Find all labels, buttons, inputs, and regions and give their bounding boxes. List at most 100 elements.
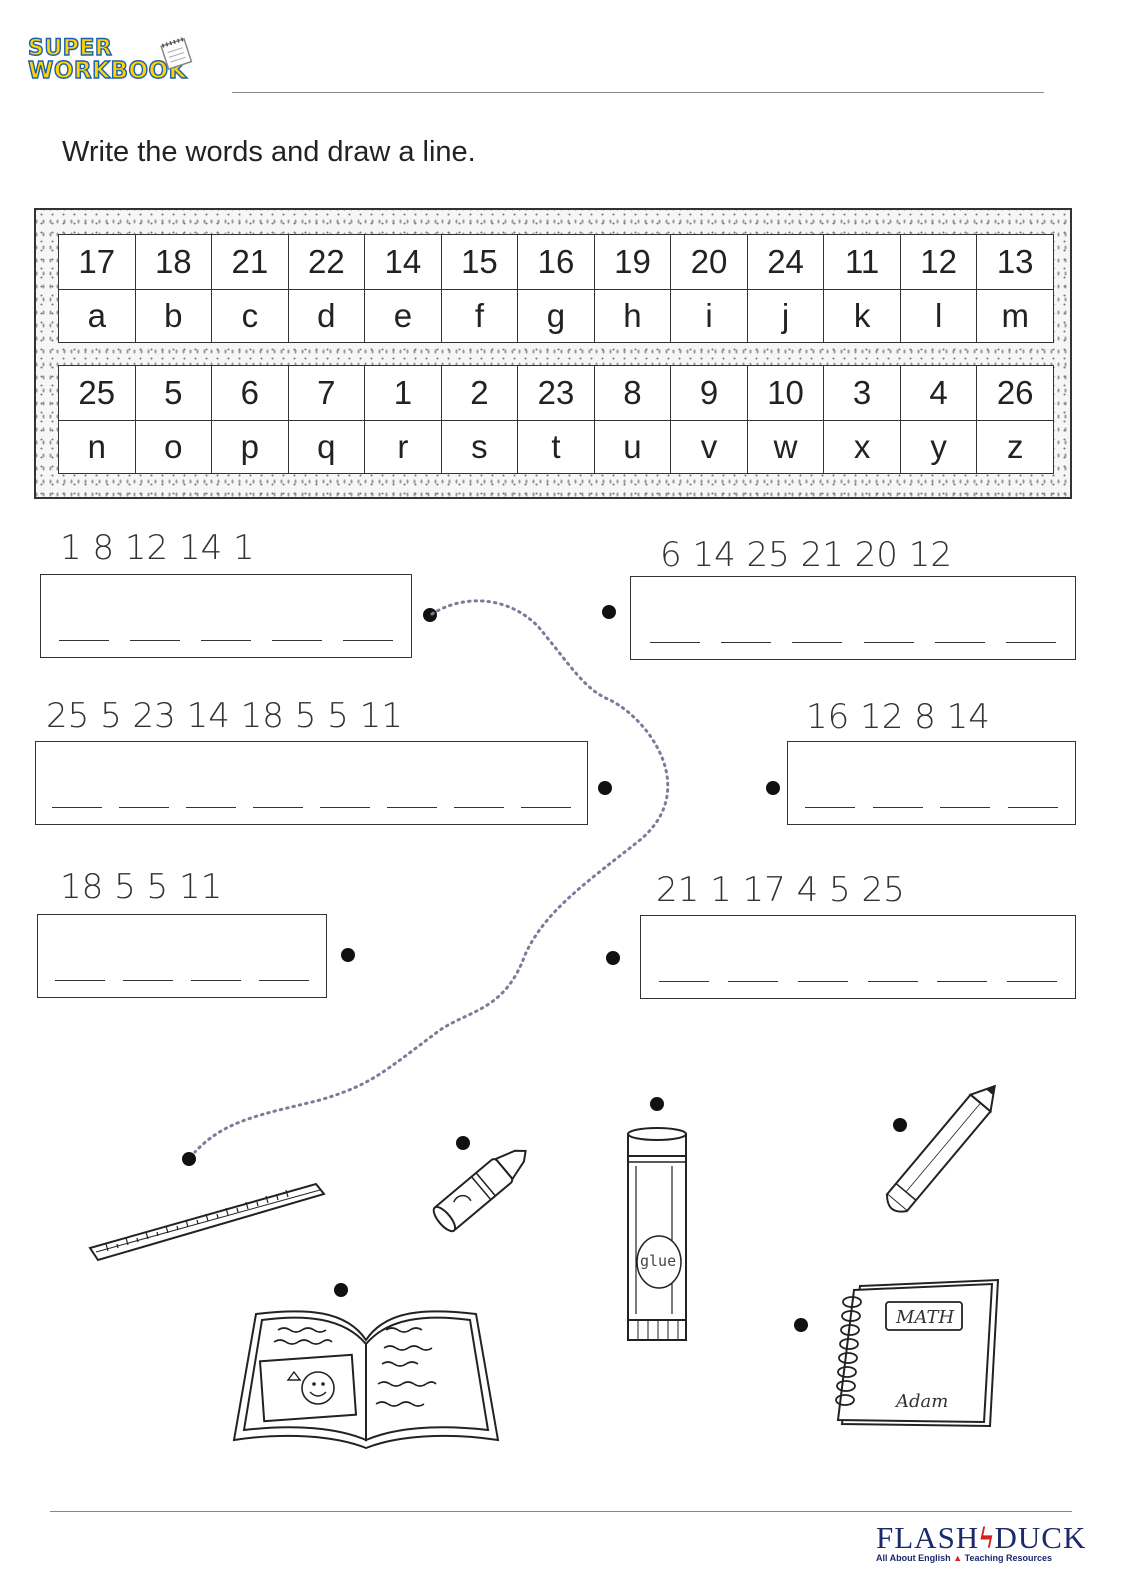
puzzle-3-answer-box[interactable] — [35, 741, 588, 825]
letter-blank[interactable] — [658, 981, 709, 982]
cipher-letter: r — [364, 420, 442, 474]
letter-blank[interactable] — [1008, 807, 1059, 808]
letter-blank[interactable] — [253, 807, 304, 808]
letter-blank[interactable] — [259, 980, 309, 981]
cipher-key-panel: 17 18 21 22 14 15 16 19 20 24 11 12 13 a… — [34, 208, 1072, 499]
cipher-number: 19 — [593, 234, 672, 290]
puzzle-4-code: 16 12 8 14 — [806, 697, 990, 737]
letter-blank[interactable] — [55, 980, 105, 981]
letter-blank[interactable] — [1006, 642, 1057, 643]
letter-blank[interactable] — [804, 807, 855, 808]
puzzle-3-connector-dot[interactable] — [598, 781, 612, 795]
letter-blank[interactable] — [872, 807, 923, 808]
glue-label: glue — [640, 1252, 677, 1270]
letter-blank[interactable] — [319, 807, 370, 808]
brand-name-left: FLASH — [876, 1520, 980, 1555]
letter-blank[interactable] — [1007, 981, 1058, 982]
glue-connector-dot[interactable] — [650, 1097, 664, 1111]
puzzle-5-connector-dot[interactable] — [341, 948, 355, 962]
letter-blank[interactable] — [191, 980, 241, 981]
brand-tagline-left: All About English — [876, 1553, 951, 1563]
cipher-letter: e — [364, 289, 442, 343]
ruler-icon — [88, 1182, 326, 1262]
cipher-number: 5 — [134, 365, 213, 421]
letter-blank[interactable] — [342, 640, 393, 641]
cipher-number: 13 — [976, 234, 1054, 290]
brand-tagline-right: Teaching Resources — [964, 1553, 1052, 1563]
puzzle-2-code: 6 14 25 21 20 12 — [660, 535, 952, 575]
letter-blank[interactable] — [52, 807, 103, 808]
cipher-letter: v — [670, 420, 748, 474]
notebook-connector-dot[interactable] — [794, 1318, 808, 1332]
cipher-letter: s — [440, 420, 519, 474]
cipher-letter: n — [58, 420, 136, 474]
cipher-letter: g — [517, 289, 595, 343]
puzzle-4-connector-dot[interactable] — [766, 781, 780, 795]
letter-blank[interactable] — [123, 980, 173, 981]
cipher-letter: z — [976, 420, 1054, 474]
logo-line-1: SUPER — [27, 36, 113, 61]
puzzle-6-answer-box[interactable] — [640, 915, 1076, 999]
notepad-icon — [160, 37, 193, 70]
letter-blank[interactable] — [940, 807, 991, 808]
letter-blank[interactable] — [59, 640, 110, 641]
cipher-letter: p — [211, 420, 289, 474]
puzzle-1-connector-dot[interactable] — [423, 608, 437, 622]
cipher-number: 3 — [823, 365, 901, 421]
puzzle-1-answer-box[interactable] — [40, 574, 412, 658]
letter-blank[interactable] — [200, 640, 251, 641]
book-connector-dot[interactable] — [334, 1283, 348, 1297]
cipher-letter: h — [593, 289, 672, 343]
letter-blank[interactable] — [119, 807, 170, 808]
letter-blank[interactable] — [867, 981, 918, 982]
puzzle-4-answer-box[interactable] — [787, 741, 1076, 825]
letter-blank[interactable] — [798, 981, 849, 982]
letter-blank[interactable] — [386, 807, 437, 808]
letter-blank[interactable] — [271, 640, 322, 641]
puzzle-5-answer-box[interactable] — [37, 914, 327, 998]
pencil-connector-dot[interactable] — [893, 1118, 907, 1132]
cipher-number: 10 — [746, 365, 825, 421]
puzzle-1-code: 1 8 12 14 1 — [60, 528, 255, 568]
puzzle-2-answer-box[interactable] — [630, 576, 1076, 660]
letter-blank[interactable] — [186, 807, 237, 808]
puzzle-2-connector-dot[interactable] — [602, 605, 616, 619]
ruler-connector-dot[interactable] — [182, 1152, 196, 1166]
puzzle-5-code: 18 5 5 11 — [60, 867, 223, 907]
cipher-letter: i — [670, 289, 748, 343]
notebook-owner-name: Adam — [896, 1391, 949, 1412]
letter-blank[interactable] — [863, 642, 914, 643]
cipher-letter: o — [134, 420, 213, 474]
letter-blank[interactable] — [934, 642, 985, 643]
letter-blank[interactable] — [453, 807, 504, 808]
letter-blank[interactable] — [792, 642, 843, 643]
pencil-icon — [885, 1084, 996, 1213]
cipher-number: 25 — [58, 365, 136, 421]
cipher-letter: k — [823, 289, 901, 343]
letter-blank[interactable] — [649, 642, 700, 643]
cipher-letter: a — [58, 289, 136, 343]
cipher-letter: c — [211, 289, 289, 343]
letter-blank[interactable] — [520, 807, 571, 808]
cipher-number: 8 — [593, 365, 672, 421]
crayon-connector-dot[interactable] — [456, 1136, 470, 1150]
cipher-number: 17 — [58, 234, 136, 290]
cipher-number: 22 — [287, 234, 366, 290]
cipher-number: 20 — [670, 234, 748, 290]
flash-duck-brand: FLASHϟDUCK All About English ▲ Teaching … — [876, 1520, 1085, 1563]
cipher-letter: u — [593, 420, 672, 474]
cipher-letter: f — [440, 289, 519, 343]
cipher-number: 11 — [823, 234, 901, 290]
letter-blank[interactable] — [937, 981, 988, 982]
puzzle-6-connector-dot[interactable] — [606, 951, 620, 965]
letter-blank[interactable] — [728, 981, 779, 982]
cipher-number: 15 — [440, 234, 519, 290]
cipher-number: 16 — [517, 234, 595, 290]
puzzle-6-code: 21 1 17 4 5 25 — [656, 870, 905, 910]
letter-blank[interactable] — [720, 642, 771, 643]
cipher-letter: q — [287, 420, 366, 474]
cipher-letter: j — [746, 289, 825, 343]
cipher-number: 23 — [517, 365, 595, 421]
letter-blank[interactable] — [130, 640, 181, 641]
header-divider — [232, 92, 1044, 93]
